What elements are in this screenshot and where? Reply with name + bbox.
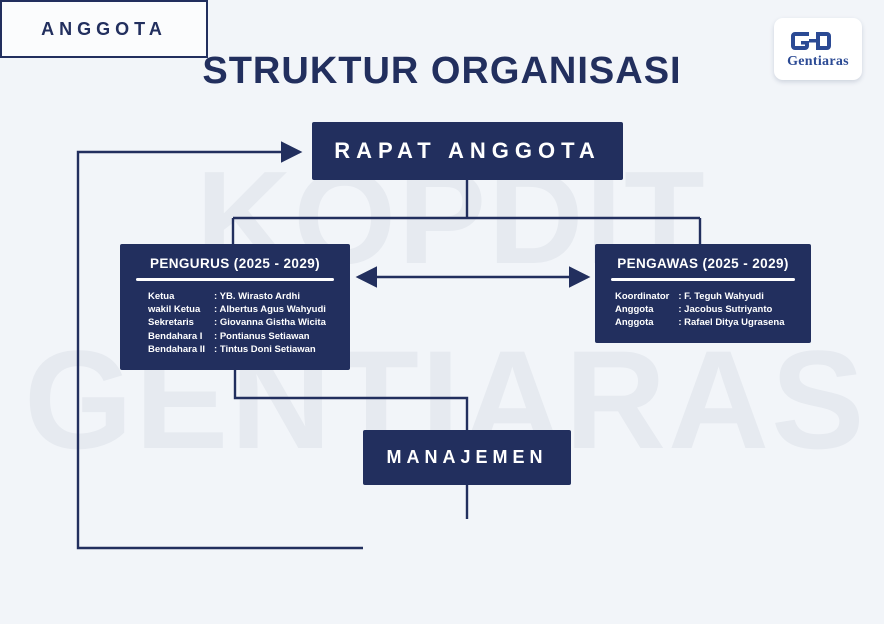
list-item: Anggota : Rafael Ditya Ugrasena xyxy=(615,316,784,329)
member-role: wakil Ketua xyxy=(148,303,201,315)
node-rapat-anggota[interactable]: RAPAT ANGGOTA xyxy=(312,122,623,180)
page-title: STRUKTUR ORGANISASI xyxy=(202,50,682,92)
node-pengawas[interactable]: PENGAWAS (2025 - 2029) Koordinator : F. … xyxy=(595,244,811,343)
node-pengurus-title: PENGURUS (2025 - 2029) xyxy=(149,256,321,271)
member-name: : Albertus Agus Wahyudi xyxy=(214,303,326,315)
gentiaras-monogram-icon xyxy=(791,31,831,50)
node-pengawas-title: PENGAWAS (2025 - 2029) xyxy=(617,256,789,271)
list-item: Bendahara II : Tintus Doni Setiawan xyxy=(148,343,326,356)
member-name: : F. Teguh Wahyudi xyxy=(678,290,764,302)
member-name: : Jacobus Sutriyanto xyxy=(678,303,773,315)
list-item: Anggota : Jacobus Sutriyanto xyxy=(615,303,784,316)
node-anggota-label: ANGGOTA xyxy=(41,18,167,39)
member-name: : Rafael Ditya Ugrasena xyxy=(678,317,785,329)
list-item: Sekretaris : Giovanna Gistha Wicita xyxy=(148,316,326,329)
list-item: Ketua : YB. Wirasto Ardhi xyxy=(148,290,326,303)
member-role: Anggota xyxy=(615,303,654,315)
edge-anggota-to-rapat xyxy=(76,141,363,550)
logo-wordmark: Gentiaras xyxy=(787,53,849,69)
node-rapat-anggota-label: RAPAT ANGGOTA xyxy=(334,138,601,163)
list-item: wakil Ketua : Albertus Agus Wahyudi xyxy=(148,303,326,316)
member-role: Sekretaris xyxy=(148,317,194,329)
node-pengurus[interactable]: PENGURUS (2025 - 2029) Ketua : YB. Wiras… xyxy=(120,244,350,370)
node-anggota[interactable]: ANGGOTA xyxy=(0,0,208,58)
member-role: Bendahara I xyxy=(148,330,203,342)
divider xyxy=(136,278,334,281)
member-role: Ketua xyxy=(148,290,175,302)
member-name: : Pontianus Setiawan xyxy=(214,330,310,342)
pengurus-member-list: Ketua : YB. Wirasto Ardhi wakil Ketua : … xyxy=(148,290,326,357)
edge-pengurus-to-manajemen xyxy=(233,352,469,430)
member-role: Koordinator xyxy=(615,290,670,302)
member-name: : Tintus Doni Setiawan xyxy=(214,344,316,356)
member-name: : Giovanna Gistha Wicita xyxy=(214,317,326,329)
member-role: Anggota xyxy=(615,317,654,329)
list-item: Koordinator : F. Teguh Wahyudi xyxy=(615,290,784,303)
logo-card: Gentiaras xyxy=(774,18,862,80)
member-name: : YB. Wirasto Ardhi xyxy=(214,290,300,302)
divider xyxy=(611,278,795,281)
pengawas-member-list: Koordinator : F. Teguh Wahyudi Anggota :… xyxy=(615,290,784,330)
member-role: Bendahara II xyxy=(148,344,206,356)
node-manajemen-label: MANAJEMEN xyxy=(386,447,548,467)
list-item: Bendahara I : Pontianus Setiawan xyxy=(148,330,326,343)
node-manajemen[interactable]: MANAJEMEN xyxy=(363,430,571,485)
